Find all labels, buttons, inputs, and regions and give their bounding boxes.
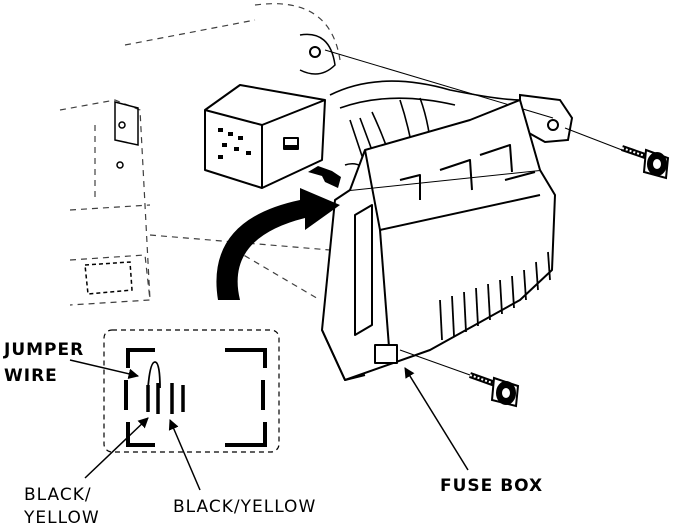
fuse-box-label: FUSE BOX [440, 476, 544, 496]
fuse-ribs [439, 251, 551, 341]
fuse-box-leader [404, 367, 469, 471]
jumper-wire-label-line1: JUMPER [4, 340, 85, 360]
fuse-box-body [321, 99, 556, 381]
jumper-wire-leader [69, 359, 140, 379]
black-yellow-right-leader [168, 419, 201, 491]
jumper-wire-loop [147, 361, 161, 389]
connector-inset [103, 329, 280, 453]
lower-bolt [468, 372, 520, 408]
mounting-tab [324, 49, 623, 151]
lower-bolt-guide-line [399, 349, 471, 376]
upper-bolt [621, 145, 670, 180]
background-fixtures [84, 33, 336, 295]
connector-terminals [146, 383, 185, 414]
pull-out-arrow [308, 166, 341, 188]
relay [204, 84, 326, 189]
jumper-wire-label-line2: WIRE [4, 366, 58, 386]
removal-arc-arrow [216, 188, 340, 300]
black-yellow-left-label-line2: YELLOW [24, 508, 100, 528]
black-yellow-right-label: BLACK/YELLOW [173, 497, 317, 517]
relay-pins [218, 128, 251, 159]
black-yellow-left-label-line1: BLACK/ [24, 485, 92, 505]
black-yellow-left-leader [84, 417, 149, 479]
